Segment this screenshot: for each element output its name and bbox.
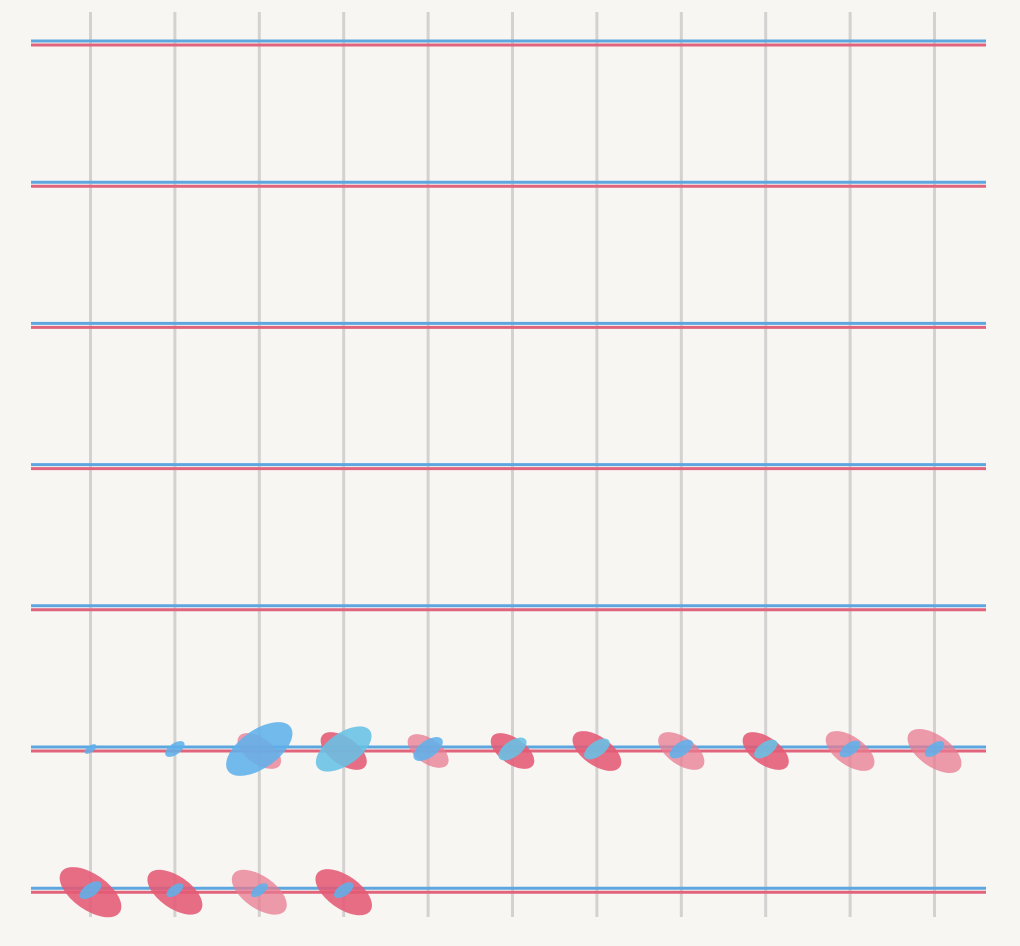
blue-mark-2-5 <box>226 722 293 776</box>
blue-mark-10-5 <box>924 741 945 757</box>
blue-mark-2-6 <box>250 883 268 898</box>
blue-mark-3-5 <box>315 726 372 772</box>
blue-mark-6-5 <box>584 738 610 760</box>
blue-mark-3-6 <box>333 882 354 899</box>
blue-mark-8-5 <box>754 739 778 759</box>
blue-mark-4-5 <box>413 737 443 761</box>
blue-mark-7-5 <box>669 739 693 759</box>
blue-mark-0-6 <box>79 881 102 900</box>
blue-mark-0-5 <box>84 744 97 754</box>
blue-mark-5-5 <box>498 737 527 761</box>
blue-mark-1-5 <box>165 741 185 757</box>
blue-mark-9-5 <box>839 740 861 758</box>
blue-mark-1-6 <box>166 883 184 898</box>
